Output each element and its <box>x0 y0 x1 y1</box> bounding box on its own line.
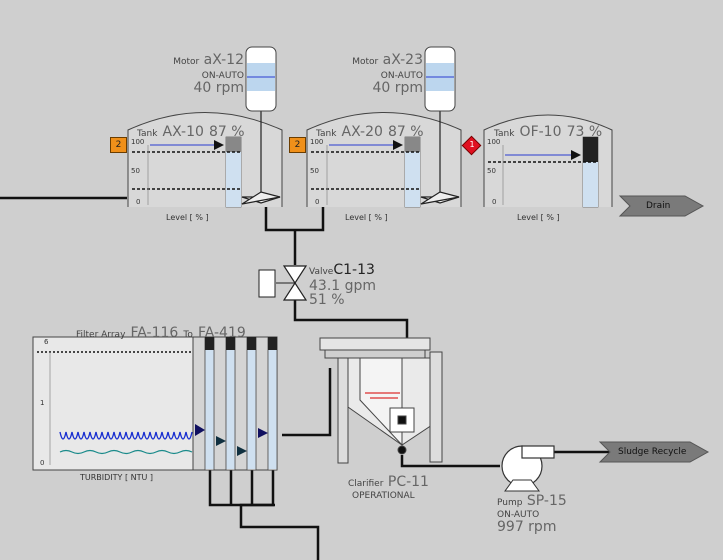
motor-ax23-icon <box>424 46 456 112</box>
tank-of10-tag: OF-10 <box>519 124 562 140</box>
motor-ax12-speed: 40 rpm <box>193 80 244 96</box>
tank-ax10-tag: AX-10 <box>162 124 204 140</box>
filter-to-word: To <box>183 330 193 340</box>
clarifier-tag: PC-11 <box>387 474 429 490</box>
valve-prefix: Valve <box>309 267 334 277</box>
pipe-network <box>0 196 620 560</box>
tank-of10-level-text: 73 % <box>566 124 603 140</box>
tank-of10-title[interactable]: Tank OF-10 73 % <box>494 121 602 140</box>
tank-ax20-level-text: 87 % <box>387 124 424 140</box>
tank-ax20-level <box>311 136 421 208</box>
motor-ax12-tag: aX-12 <box>203 52 244 68</box>
tank-of10-prefix: Tank <box>494 129 515 139</box>
alarm-diamond-icon <box>461 135 482 156</box>
filter-tick-1: 1 <box>40 399 45 407</box>
motor-ax12-prefix: Motor <box>173 57 200 67</box>
valve-position: 51 % <box>309 292 345 308</box>
sludge-arrow-icon <box>598 441 710 463</box>
filter-tick-0: 0 <box>40 459 45 467</box>
motor-ax23-mode: ON-AUTO <box>380 71 423 81</box>
tank-ax10-level <box>132 136 242 208</box>
tank-ax20-tick-50: 50 <box>310 167 319 175</box>
filter-tick-6: 6 <box>44 338 49 346</box>
clarifier-pc11-icon <box>319 337 443 464</box>
tank-of10-tick-100: 100 <box>487 138 501 146</box>
tank-ax10-alarm-badge[interactable]: 2 <box>110 137 127 153</box>
pump-speed: 997 rpm <box>497 519 557 535</box>
pump-sp15-label[interactable]: Pump SP-15 ON-AUTO 997 rpm <box>497 494 567 534</box>
tank-ax10-tick-0: 0 <box>136 198 141 206</box>
pump-prefix: Pump <box>497 498 523 508</box>
tank-ax20-axis-label: Level [ % ] <box>345 213 388 222</box>
motor-ax23-prefix: Motor <box>352 57 379 67</box>
pump-sp15-icon[interactable] <box>501 445 555 492</box>
tank-ax10-title[interactable]: Tank AX-10 87 % <box>137 121 245 140</box>
filter-prefix: Filter Array <box>76 330 126 340</box>
tank-of10-axis-label: Level [ % ] <box>517 213 560 222</box>
tank-ax20-tick-100: 100 <box>310 138 324 146</box>
tank-of10-alarm-badge[interactable]: 1 <box>469 140 475 149</box>
motor-ax12-icon <box>245 46 277 112</box>
tank-of10-vessel <box>483 114 613 207</box>
tank-ax20-tag: AX-20 <box>341 124 383 140</box>
pump-tag: SP-15 <box>526 493 567 509</box>
tank-ax20-alarm-badge[interactable]: 2 <box>289 137 306 153</box>
tank-ax10-prefix: Tank <box>137 129 158 139</box>
filter-from-tag: FA-116 <box>130 325 179 341</box>
motor-ax23-speed: 40 rpm <box>372 80 423 96</box>
filter-axis-label: TURBIDITY [ NTU ] <box>80 473 154 482</box>
tank-ax10-vessel <box>127 112 283 207</box>
clarifier-pc11-label[interactable]: Clarifier PC-11 OPERATIONAL <box>348 475 429 501</box>
tank-of10-tick-0: 0 <box>492 198 497 206</box>
tank-ax10-tick-50: 50 <box>131 167 140 175</box>
pump-mode: ON-AUTO <box>497 510 540 520</box>
sludge-recycle-label: Sludge Recycle <box>618 447 687 457</box>
tank-of10-level <box>488 136 599 208</box>
motor-ax12-mode: ON-AUTO <box>201 71 244 81</box>
drain-arrow-icon <box>618 195 705 217</box>
valve-c113-icon[interactable] <box>258 265 308 301</box>
tank-ax20-prefix: Tank <box>316 129 337 139</box>
tank-ax10-axis-label: Level [ % ] <box>166 213 209 222</box>
filter-trend-chart <box>32 336 278 471</box>
clarifier-prefix: Clarifier <box>348 479 384 489</box>
clarifier-status: OPERATIONAL <box>352 491 415 501</box>
tank-ax10-level-text: 87 % <box>208 124 245 140</box>
filter-to-tag: FA-419 <box>197 325 246 341</box>
tank-ax10-tick-100: 100 <box>131 138 145 146</box>
tank-ax20-tick-0: 0 <box>315 198 320 206</box>
tank-ax20-title[interactable]: Tank AX-20 87 % <box>316 121 424 140</box>
valve-flow: 43.1 gpm <box>309 278 377 294</box>
motor-ax23-tag: aX-23 <box>382 52 423 68</box>
drain-label: Drain <box>646 201 671 211</box>
motor-ax12-label[interactable]: Motor aX-12 ON-AUTO 40 rpm <box>170 53 244 95</box>
valve-tag: C1-13 <box>333 262 375 278</box>
motor-ax23-label[interactable]: Motor aX-23 ON-AUTO 40 rpm <box>349 53 423 95</box>
filter-array-title[interactable]: Filter Array FA-116 To FA-419 <box>76 322 246 341</box>
tank-ax20-vessel <box>306 112 462 207</box>
tank-of10-tick-50: 50 <box>487 167 496 175</box>
valve-c113-label[interactable]: ValveC1-13 43.1 gpm 51 % <box>309 263 376 307</box>
